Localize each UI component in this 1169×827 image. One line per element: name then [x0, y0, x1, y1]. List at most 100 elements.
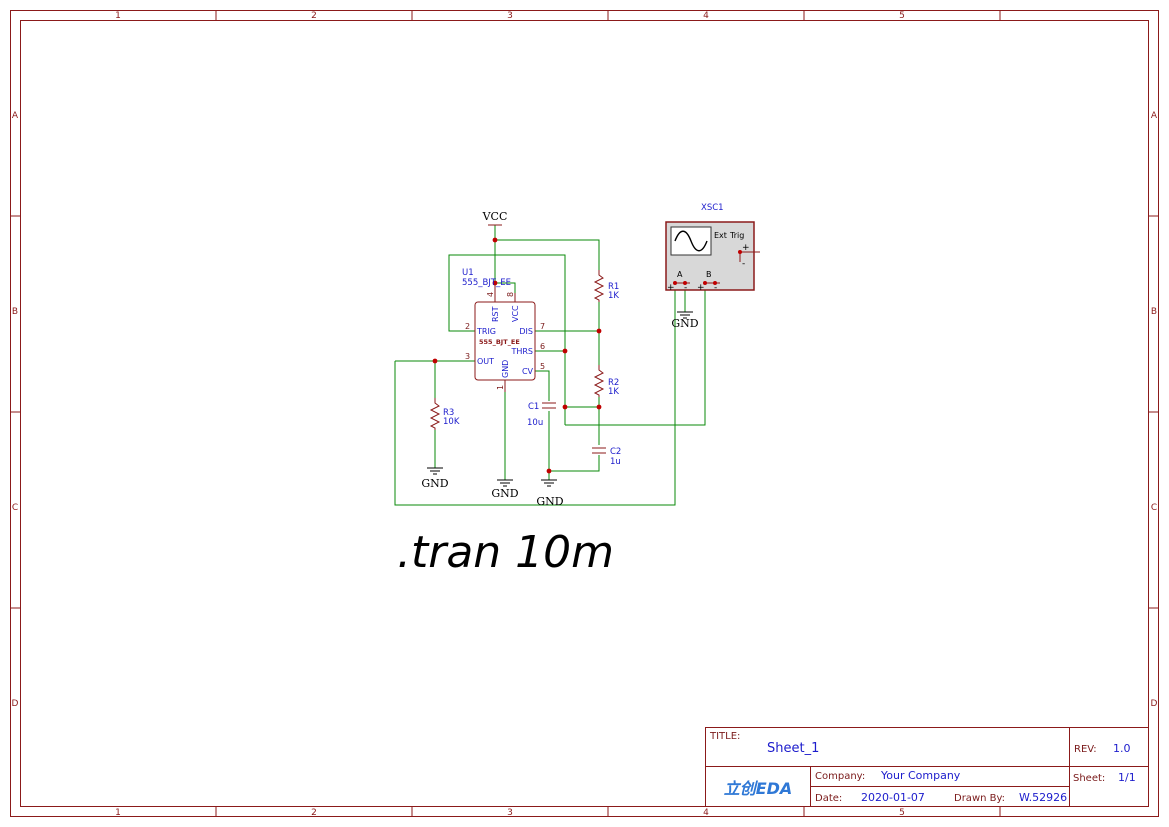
scope-b-plus: +	[697, 283, 705, 293]
scope-trig-plus: +	[742, 243, 750, 253]
r2-value: 1K	[608, 387, 619, 397]
u1-body-label: 555_BJT_EE	[479, 338, 520, 346]
sheet-value[interactable]: 1/1	[1118, 771, 1136, 784]
u1-555-timer[interactable]: U1 555_BJT_EE 555_BJT_EE TRIG OUT DIS TH…	[462, 268, 545, 392]
u1-pin-number-7: 7	[540, 322, 545, 331]
title-block: TITLE: Sheet_1 REV: 1.0 立创EDA Company: Y…	[705, 727, 1149, 807]
u1-pin-thrs: THRS	[510, 347, 533, 356]
col-label-5-bottom: 5	[899, 808, 905, 818]
scope-trig-label: Trig	[729, 231, 744, 240]
row-label-c-right: C	[1151, 503, 1157, 513]
u1-pin-number-4: 4	[486, 292, 495, 297]
r1-designator: R1	[608, 282, 619, 292]
wire-c2-gnd[interactable]	[549, 455, 600, 472]
row-label-b: B	[12, 307, 18, 317]
r3-value: 10K	[443, 417, 460, 427]
u1-pin-gnd: GND	[501, 360, 510, 378]
r1-value: 1K	[608, 291, 619, 301]
junction-rst	[492, 280, 498, 286]
scope-ch-b-label: B	[706, 270, 712, 279]
wire-rst-vcc[interactable]	[495, 282, 516, 293]
scope-ext-label: Ext	[714, 231, 727, 240]
drawn-by-value[interactable]: W.52926	[1019, 791, 1067, 804]
gnd-label-u1: GND	[491, 487, 518, 500]
wire-vcc-rail[interactable]	[494, 225, 600, 270]
junction-vcc	[492, 237, 498, 243]
row-label-d: D	[12, 699, 19, 709]
vcc-symbol[interactable]: VCC	[482, 210, 508, 226]
date-label: Date:	[815, 793, 842, 804]
u1-pin-number-8: 8	[506, 292, 515, 297]
u1-pin-trig: TRIG	[476, 327, 496, 336]
oscilloscope-xsc1[interactable]: XSC1 Ext Trig + - A B + - + -	[665, 203, 760, 293]
col-label-4: 4	[703, 11, 709, 21]
row-label-d-right: D	[1151, 699, 1158, 709]
sheet-frame: 1 2 3 4 5 1 2 3 4 5 A B C D A B C D	[10, 10, 1159, 818]
junction-thrs	[562, 348, 568, 354]
scope-trig-minus: -	[742, 259, 745, 269]
col-label-2-bottom: 2	[311, 808, 317, 818]
junction-c1	[562, 404, 568, 410]
col-label-5: 5	[899, 11, 905, 21]
row-label-c: C	[12, 503, 18, 513]
r3-resistor[interactable]: R3 10K	[429, 398, 460, 430]
r2-resistor[interactable]: R2 1K	[593, 365, 619, 397]
c1-designator: C1	[528, 402, 539, 412]
gnd-symbol-u1[interactable]: GND	[491, 479, 519, 500]
junction-c2-gnd	[546, 468, 552, 474]
spice-directive[interactable]: .tran 10m	[397, 527, 614, 578]
company-value[interactable]: Your Company	[880, 769, 961, 782]
sheet-label: Sheet:	[1073, 773, 1105, 784]
date-value[interactable]: 2020-01-07	[861, 791, 925, 804]
sine-wave-icon	[674, 230, 708, 252]
drawn-by-label: Drawn By:	[954, 793, 1005, 804]
scope-a-plus: +	[667, 283, 675, 293]
title-value[interactable]: Sheet_1	[767, 741, 819, 756]
c2-value: 1u	[610, 457, 621, 467]
wires	[394, 225, 706, 506]
wire-cv[interactable]	[535, 370, 550, 401]
row-label-a: A	[12, 111, 19, 121]
u1-pin-number-5: 5	[540, 362, 545, 371]
u1-pin-cv: CV	[522, 367, 534, 376]
wire-scope-b[interactable]	[565, 283, 706, 426]
gnd-label-scope: GND	[671, 317, 698, 330]
gnd-symbol-scope[interactable]: GND	[671, 311, 699, 330]
u1-pin-number-6: 6	[540, 342, 545, 351]
r3-designator: R3	[443, 408, 454, 418]
c1-value: 10u	[527, 418, 543, 428]
row-label-b-right: B	[1151, 307, 1157, 317]
scope-designator: XSC1	[701, 203, 724, 213]
r1-resistor[interactable]: R1 1K	[593, 270, 619, 302]
u1-pin-out: OUT	[477, 357, 494, 366]
u1-pin-vcc: VCC	[511, 305, 520, 322]
u1-part-name: 555_BJT_EE	[462, 278, 511, 288]
rev-value[interactable]: 1.0	[1113, 742, 1131, 755]
junctions	[432, 237, 602, 474]
junction-r2-c2	[596, 404, 602, 410]
r2-designator: R2	[608, 378, 619, 388]
scope-ch-a-label: A	[677, 270, 683, 279]
wire-trig-thrs-loop[interactable]	[448, 254, 566, 425]
c2-capacitor[interactable]: C2 1u	[592, 447, 621, 467]
row-label-a-right: A	[1151, 111, 1158, 121]
col-label-2: 2	[311, 11, 317, 21]
gnd-symbol-r3[interactable]: GND	[421, 467, 449, 490]
col-label-4-bottom: 4	[703, 808, 709, 818]
u1-pin-dis: DIS	[519, 327, 533, 336]
wire-out-scope-a[interactable]	[394, 283, 676, 506]
col-label-3-bottom: 3	[507, 808, 513, 818]
u1-pin-rst: RST	[491, 306, 500, 322]
u1-designator: U1	[462, 268, 474, 278]
junction-out	[432, 358, 438, 364]
col-label-3: 3	[507, 11, 513, 21]
company-label: Company:	[815, 771, 865, 782]
c2-designator: C2	[610, 447, 621, 457]
title-label: TITLE:	[709, 731, 740, 742]
scope-a-minus: -	[684, 283, 687, 293]
gnd-symbol-c1[interactable]: GND	[536, 479, 564, 508]
scope-b-minus: -	[714, 283, 717, 293]
c1-capacitor[interactable]: C1 10u	[527, 402, 556, 428]
u1-pin-number-2: 2	[465, 322, 470, 331]
